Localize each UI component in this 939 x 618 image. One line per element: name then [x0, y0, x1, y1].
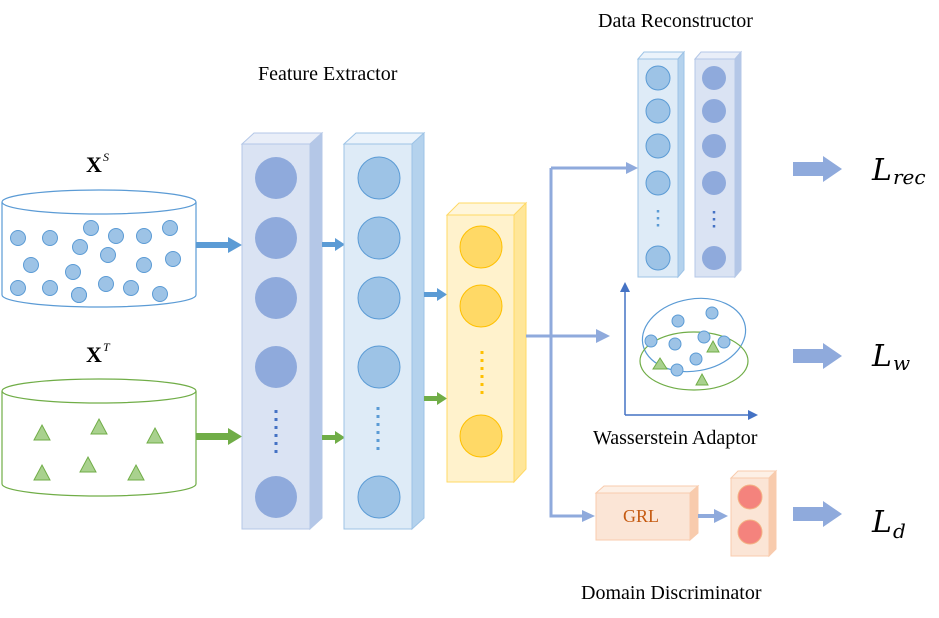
target-sample [33, 463, 51, 481]
svg-text:L: L [871, 505, 892, 540]
grl-label: GRL [623, 506, 659, 526]
neuron [255, 217, 297, 259]
domain-discriminator-label: Domain Discriminator [581, 582, 762, 604]
arrow-to-reconstructor [626, 162, 638, 174]
target-sample [33, 423, 51, 441]
grl-block: GRL [594, 484, 700, 542]
source-sample [10, 230, 26, 246]
source-sample [42, 230, 58, 246]
target-sample [90, 417, 108, 435]
discriminator-layer [729, 469, 778, 558]
source-distribution [641, 297, 747, 373]
loss-d-arrow [793, 501, 842, 527]
source-sample [83, 220, 99, 236]
source-sample [65, 264, 81, 280]
x-axis-arrow-icon [748, 410, 758, 420]
target-sample [146, 426, 164, 444]
target-distribution [639, 331, 749, 391]
svg-text:w: w [893, 351, 910, 375]
arrow-grl-to-disc [698, 509, 728, 523]
source-sample [42, 280, 58, 296]
target-points [33, 417, 164, 481]
feature-layer-2 [342, 131, 426, 531]
reconstructor-layer-2 [693, 50, 743, 279]
source-label-sup: S [103, 150, 109, 164]
svg-text:d: d [893, 519, 906, 543]
source-dataset: X S [1, 150, 197, 308]
loss-d: L d [871, 505, 906, 543]
source-sample [10, 280, 26, 296]
source-sample [123, 280, 139, 296]
source-sample [136, 257, 152, 273]
source-sample [152, 286, 168, 302]
neuron [357, 276, 401, 320]
loss-rec: L rec [871, 153, 926, 189]
loss-w: L w [871, 339, 910, 375]
source-sample [72, 239, 88, 255]
neuron [255, 277, 297, 319]
source-sample [98, 276, 114, 292]
neuron [255, 157, 297, 199]
arrow-to-adaptor [596, 329, 610, 343]
svg-text:L: L [871, 153, 892, 188]
source-points [10, 220, 181, 303]
feature-layer-1 [240, 131, 324, 531]
target-cylinder-body [1, 391, 197, 497]
arrow-l1-l2-blue [322, 238, 345, 251]
source-cylinder-top [1, 189, 197, 215]
source-sample [108, 228, 124, 244]
source-sample [136, 228, 152, 244]
target-dataset: X T [1, 340, 197, 497]
svg-text:L: L [871, 339, 892, 374]
source-sample [71, 287, 87, 303]
neuron [255, 346, 297, 388]
target-label: X [86, 342, 102, 367]
target-input-arrow [196, 428, 242, 445]
wasserstein-plot [620, 282, 758, 420]
feature-connectors [526, 166, 626, 518]
neuron [357, 345, 401, 389]
source-sample [23, 257, 39, 273]
reconstructor-layer-1 [636, 50, 686, 279]
target-sample [127, 463, 145, 481]
loss-w-arrow [793, 343, 842, 369]
source-input-arrow [196, 237, 242, 253]
neuron [357, 156, 401, 200]
loss-rec-arrow [793, 156, 842, 182]
arrow-to-grl [582, 510, 595, 522]
source-sample [165, 251, 181, 267]
neuron [459, 414, 503, 458]
neuron [255, 476, 297, 518]
neuron [357, 475, 401, 519]
target-sample [79, 455, 97, 473]
feature-extractor-label: Feature Extractor [258, 63, 398, 85]
data-reconstructor-label: Data Reconstructor [598, 10, 753, 32]
source-sample [100, 247, 116, 263]
arrow-l2-l3-green [424, 392, 447, 405]
neuron [459, 284, 503, 328]
y-axis-arrow-icon [620, 282, 630, 292]
target-cylinder-top [1, 378, 197, 404]
arrow-l1-l2-green [322, 431, 345, 444]
wasserstein-adaptor-label: Wasserstein Adaptor [593, 427, 758, 449]
neuron [459, 225, 503, 269]
arrow-l2-l3-blue [424, 288, 447, 301]
target-label-sup: T [103, 340, 111, 354]
source-sample [162, 220, 178, 236]
source-label: X [86, 152, 102, 177]
feature-layer-3 [445, 201, 528, 484]
svg-text:rec: rec [893, 165, 926, 189]
neuron [357, 216, 401, 260]
